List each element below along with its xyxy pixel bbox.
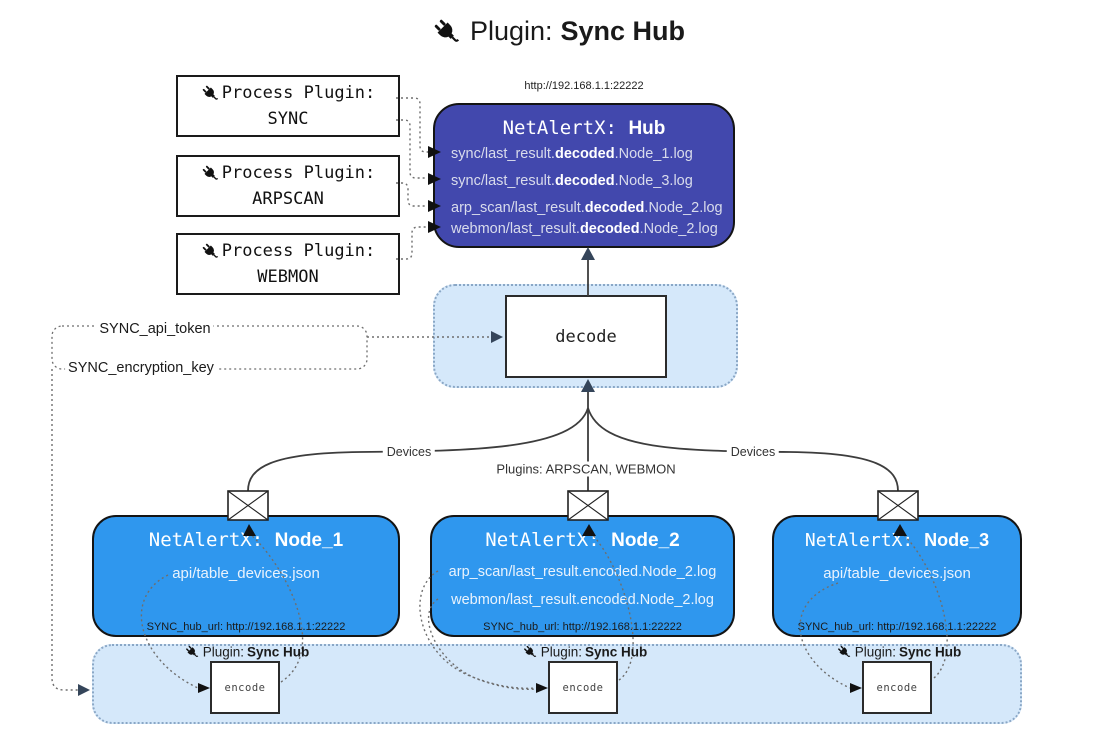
plug-icon bbox=[524, 645, 537, 657]
edge-sync-to-log1 bbox=[396, 97, 428, 153]
edge-webmon-to-log4 bbox=[396, 226, 426, 260]
hub-title-prefix: NetAlertX: bbox=[502, 117, 629, 139]
node-title-prefix: NetAlertX: bbox=[148, 529, 275, 551]
log-post: .Node_2.log bbox=[644, 200, 723, 216]
plug-icon bbox=[434, 19, 460, 42]
log-post: .Node_1.log bbox=[614, 146, 693, 162]
secret-encryption-key-label: SYNC_encryption_key bbox=[65, 360, 217, 376]
encode-box-3: encode bbox=[862, 661, 932, 714]
title-name: Sync Hub bbox=[560, 16, 686, 46]
encode-label: encode bbox=[876, 681, 918, 694]
process-plugin-label: Process Plugin: bbox=[221, 241, 376, 261]
edge-sync-to-log2 bbox=[396, 119, 426, 179]
log-pre: webmon/last_result. bbox=[451, 221, 580, 237]
node-hub-url: SYNC_hub_url: http://192.168.1.1:22222 bbox=[797, 621, 997, 633]
process-plugin-name: ARPSCAN bbox=[252, 189, 324, 209]
arrowhead bbox=[78, 684, 90, 696]
encoder-plugin-prefix: Plugin: bbox=[540, 644, 583, 660]
node-file: api/table_devices.json bbox=[172, 565, 320, 582]
process-plugin-label: Process Plugin: bbox=[221, 83, 376, 103]
hub-log-line: webmon/last_result.decoded.Node_2.log bbox=[451, 220, 718, 238]
hub-title: NetAlertX: Hub bbox=[435, 117, 733, 140]
node-file: webmon/last_result.encoded.Node_2.log bbox=[451, 592, 714, 608]
node-file: api/table_devices.json bbox=[823, 565, 971, 582]
encoder-plugin-name: Sync Hub bbox=[899, 644, 962, 660]
process-plugin-webmon: Process Plugin: WEBMON bbox=[176, 233, 400, 295]
log-bold: decoded bbox=[579, 221, 640, 237]
edge-label-devices-left: Devices bbox=[382, 445, 436, 459]
log-bold: decoded bbox=[554, 146, 615, 162]
encode-box-2: encode bbox=[548, 661, 618, 714]
process-plugin-arpscan: Process Plugin: ARPSCAN bbox=[176, 155, 400, 217]
node-title-name: Node_2 bbox=[611, 530, 680, 551]
node-2: NetAlertX: Node_2 arp_scan/last_result.e… bbox=[430, 515, 735, 637]
encoder-plugin-name: Sync Hub bbox=[585, 644, 648, 660]
node-title-prefix: NetAlertX: bbox=[804, 530, 925, 551]
page-title: Plugin: Sync Hub bbox=[0, 16, 1117, 47]
node-title-name: Node_3 bbox=[924, 530, 990, 550]
node-title-prefix: NetAlertX: bbox=[485, 529, 612, 551]
encoder-plugin-prefix: Plugin: bbox=[854, 644, 897, 660]
encoder-plugin-label: Plugin: Sync Hub bbox=[837, 644, 962, 660]
hub-url: http://192.168.1.1:22222 bbox=[524, 80, 644, 92]
log-pre: sync/last_result. bbox=[451, 146, 555, 162]
process-plugin-label: Process Plugin: bbox=[221, 163, 376, 183]
encoder-plugin-label: Plugin: Sync Hub bbox=[523, 644, 648, 660]
node-file: arp_scan/last_result.encoded.Node_2.log bbox=[448, 564, 717, 580]
node-1: NetAlertX: Node_1 api/table_devices.json… bbox=[92, 515, 400, 637]
decode-label: decode bbox=[555, 326, 617, 347]
edge-secrets-to-encoders bbox=[51, 369, 80, 691]
process-plugin-name: WEBMON bbox=[257, 267, 319, 287]
log-post: .Node_3.log bbox=[614, 173, 693, 189]
log-post: .Node_2.log bbox=[639, 221, 718, 237]
plug-icon bbox=[202, 243, 218, 258]
process-plugin-name: SYNC bbox=[267, 109, 309, 129]
plug-icon bbox=[186, 645, 199, 657]
encode-box-1: encode bbox=[210, 661, 280, 714]
edge-arpscan-to-log3 bbox=[396, 182, 426, 207]
node-title: NetAlertX: Node_1 bbox=[94, 529, 398, 552]
hub-log-line: arp_scan/last_result.decoded.Node_2.log bbox=[451, 199, 723, 217]
encoder-plugin-label: Plugin: Sync Hub bbox=[185, 644, 310, 660]
node-title: NetAlertX: Node_3 bbox=[774, 529, 1020, 552]
title-prefix: Plugin: bbox=[469, 16, 553, 46]
log-bold: decoded bbox=[584, 200, 645, 216]
edge-label-plugins: Plugins: ARPSCAN, WEBMON bbox=[492, 461, 680, 477]
hub-node: NetAlertX: Hub sync/last_result.decoded.… bbox=[433, 103, 735, 248]
node-title: NetAlertX: Node_2 bbox=[432, 529, 733, 552]
plug-icon bbox=[202, 165, 218, 180]
encode-label: encode bbox=[224, 681, 266, 694]
decode-box: decode bbox=[505, 295, 667, 378]
arrowhead bbox=[581, 247, 595, 260]
encoder-plugin-prefix: Plugin: bbox=[202, 644, 245, 660]
plug-icon bbox=[202, 85, 218, 100]
node-3: NetAlertX: Node_3 api/table_devices.json… bbox=[772, 515, 1022, 637]
log-pre: sync/last_result. bbox=[451, 173, 555, 189]
node-hub-url: SYNC_hub_url: http://192.168.1.1:22222 bbox=[483, 621, 682, 633]
encode-label: encode bbox=[562, 681, 604, 694]
secret-api-token-label: SYNC_api_token bbox=[96, 321, 214, 337]
edge-label-devices-right: Devices bbox=[726, 445, 780, 459]
encoder-plugin-name: Sync Hub bbox=[247, 644, 310, 660]
plug-icon bbox=[838, 645, 851, 657]
log-pre: arp_scan/last_result. bbox=[451, 200, 585, 216]
log-bold: decoded bbox=[554, 173, 615, 189]
node-hub-url: SYNC_hub_url: http://192.168.1.1:22222 bbox=[146, 621, 346, 633]
hub-title-name: Hub bbox=[628, 118, 666, 139]
process-plugin-sync: Process Plugin: SYNC bbox=[176, 75, 400, 137]
hub-log-line: sync/last_result.decoded.Node_1.log bbox=[451, 145, 693, 163]
node-title-name: Node_1 bbox=[274, 530, 344, 551]
hub-log-line: sync/last_result.decoded.Node_3.log bbox=[451, 172, 693, 190]
